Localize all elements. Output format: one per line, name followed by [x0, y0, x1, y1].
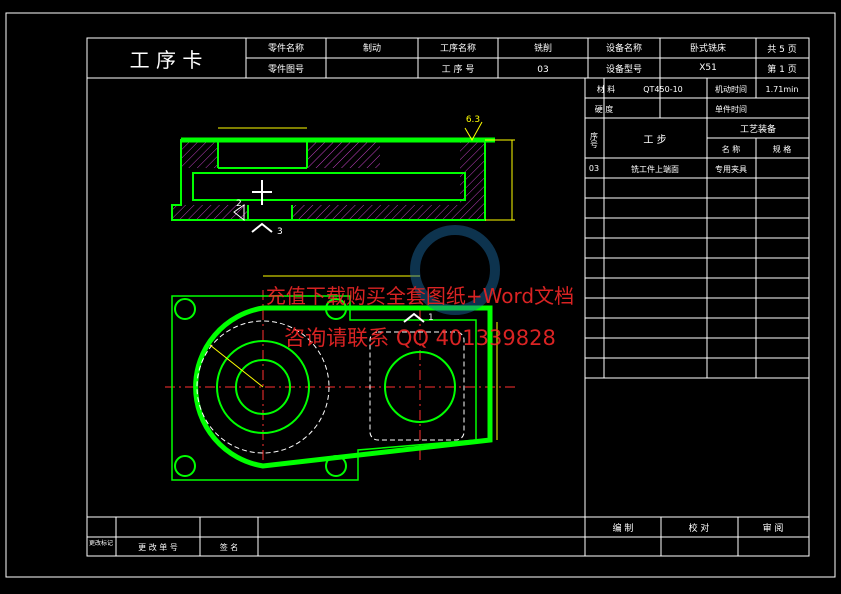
watermark-line2: 咨询请联系 QQ 401339828 [284, 326, 556, 350]
part-name-label: 零件名称 [268, 42, 304, 54]
bore-outer [216, 340, 310, 434]
right-table-grid [584, 78, 809, 517]
locating-symbol-2 [233, 204, 245, 222]
part-name-value: 制动 [363, 42, 381, 54]
roughness-symbol [464, 121, 483, 142]
unit-time-label: 单件时间 [715, 104, 747, 114]
name-label: 名 称 [722, 144, 741, 154]
machine-time-label: 机动时间 [715, 84, 747, 94]
label-2: 2 [236, 199, 242, 209]
change-mark-label: 更改标记 [89, 539, 113, 547]
row1-fixture: 专用夹具 [715, 164, 747, 174]
equip-model-value: X51 [699, 63, 717, 73]
seq-label: 序号 [590, 131, 599, 149]
spec-label: 规 格 [773, 144, 792, 154]
equip-model-label: 设备型号 [606, 63, 642, 75]
hatch-right [460, 140, 485, 220]
roughness-value: 6.3 [466, 115, 480, 125]
hatch-bottom-right [292, 205, 460, 220]
change-doc-label: 更 改 单 号 [138, 542, 178, 552]
material-value: QT450-10 [643, 85, 683, 94]
footer-grid [87, 516, 809, 556]
section-cavity [192, 172, 466, 201]
boss-outline [193, 305, 493, 469]
process-name-value: 铣削 [534, 42, 552, 54]
process-name-label: 工序名称 [440, 42, 476, 54]
bolt-hole-br [325, 455, 347, 477]
outer-border [5, 12, 836, 578]
hatch-mid [307, 140, 380, 168]
equip-name-value: 卧式铣床 [690, 42, 726, 54]
section-view: 6.3 3 2 [171, 115, 515, 237]
card-title: 工 序 卡 [130, 48, 203, 72]
bolt-hole-tr [325, 298, 347, 320]
checked-label: 校 对 [689, 522, 710, 534]
plan-view: 1 [165, 275, 515, 481]
row1-step: 铣工件上端面 [631, 164, 679, 174]
label-1: 1 [428, 313, 434, 323]
right-bore [384, 351, 456, 423]
header-grid [87, 38, 809, 79]
bolt-hole-bl [174, 455, 196, 477]
bolt-hole-tl [174, 298, 196, 320]
equip-name-label: 设备名称 [606, 42, 642, 54]
hatch-bottom-left [172, 205, 248, 220]
signature-label: 签 名 [220, 542, 239, 552]
locating-symbol-1 [403, 312, 425, 323]
process-no-label: 工 序 号 [442, 63, 475, 75]
hidden-circle [196, 320, 330, 454]
part-no-label: 零件图号 [268, 63, 304, 75]
locating-symbol-3 [251, 222, 273, 233]
inner-frame [86, 37, 810, 557]
bore-inner [235, 359, 291, 415]
equipment-label: 工艺装备 [740, 123, 776, 135]
hidden-pocket [369, 331, 465, 441]
clamp-arrow-top [252, 180, 272, 205]
hardness-label: 硬 度 [595, 104, 614, 114]
row1-no: 03 [589, 164, 599, 173]
watermark-logo-icon [410, 225, 500, 315]
hatch-left [181, 140, 218, 168]
step-label: 工 步 [643, 134, 666, 146]
page-number: 第 1 页 [767, 63, 796, 75]
watermark: 充值下载购买全套图纸+Word文档 咨询请联系 QQ 401339828 [266, 225, 574, 350]
machine-time-value: 1.71min [766, 85, 799, 94]
radius-dim [209, 344, 264, 388]
label-3: 3 [277, 227, 283, 237]
total-pages: 共 5 页 [767, 44, 796, 55]
watermark-line1: 充值下载购买全套图纸+Word文档 [266, 284, 574, 308]
material-label: 材 料 [597, 84, 616, 94]
process-no-value: 03 [537, 65, 548, 75]
review-label: 审 阅 [763, 522, 784, 534]
compiled-label: 编 制 [613, 522, 634, 534]
